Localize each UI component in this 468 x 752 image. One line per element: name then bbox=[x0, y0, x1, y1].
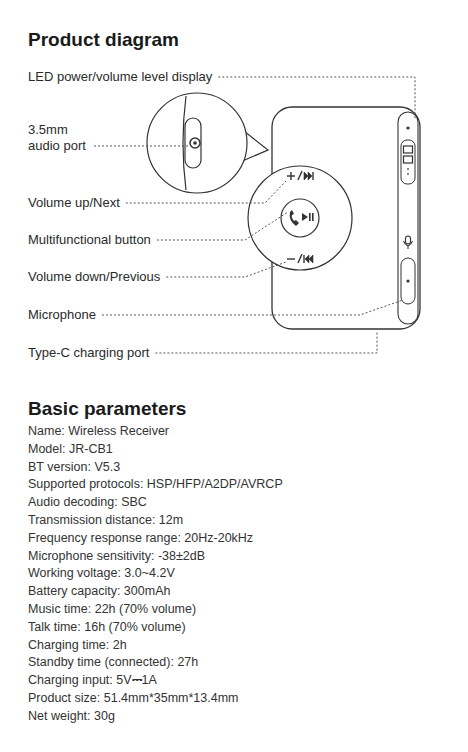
callout-label: LED power/volume level display bbox=[28, 69, 212, 85]
leader-line bbox=[126, 181, 286, 203]
leader-line bbox=[166, 262, 286, 277]
parameter-line: Working voltage: 3.0~4.2V bbox=[28, 566, 175, 581]
parameter-line: Supported protocols: HSP/HFP/A2DP/AVRCP bbox=[28, 477, 283, 492]
callout-label: 3.5mm audio port bbox=[28, 122, 100, 154]
leader-line bbox=[157, 212, 288, 240]
parameter-line: Model: JR-CB1 bbox=[28, 442, 113, 457]
callout-label: Type-C charging port bbox=[28, 345, 149, 361]
parameter-line: Charging input: 5V⎓1A bbox=[28, 673, 157, 688]
parameter-line: Charging time: 2h bbox=[28, 638, 127, 653]
parameter-line: Standby time (connected): 27h bbox=[28, 655, 198, 670]
parameter-line: Battery capacity: 300mAh bbox=[28, 584, 170, 599]
parameter-line: BT version: V5.3 bbox=[28, 460, 120, 475]
parameter-line: Audio decoding: SBC bbox=[28, 495, 147, 510]
leader-line bbox=[102, 300, 403, 315]
parameter-line: Product size: 51.4mm*35mm*13.4mm bbox=[28, 691, 239, 706]
callout-label: Volume up/Next bbox=[28, 195, 120, 211]
parameter-line: Net weight: 30g bbox=[28, 709, 115, 724]
parameter-line: Microphone sensitivity: -38±2dB bbox=[28, 549, 205, 564]
parameter-line: Talk time: 16h (70% volume) bbox=[28, 620, 186, 635]
parameter-line: Transmission distance: 12m bbox=[28, 513, 183, 528]
leader-line bbox=[155, 331, 377, 353]
leader-line bbox=[218, 77, 415, 119]
callout-label: Volume down/Previous bbox=[28, 269, 160, 285]
section-title: Product diagram bbox=[28, 29, 179, 51]
section-title: Basic parameters bbox=[28, 398, 186, 420]
parameter-line: Name: Wireless Receiver bbox=[28, 424, 169, 439]
parameter-line: Frequency response range: 20Hz-20kHz bbox=[28, 531, 253, 546]
callout-label: Multifunctional button bbox=[28, 232, 151, 248]
parameter-line: Music time: 22h (70% volume) bbox=[28, 602, 196, 617]
callout-label: Microphone bbox=[28, 307, 96, 323]
leader-line bbox=[94, 146, 190, 147]
